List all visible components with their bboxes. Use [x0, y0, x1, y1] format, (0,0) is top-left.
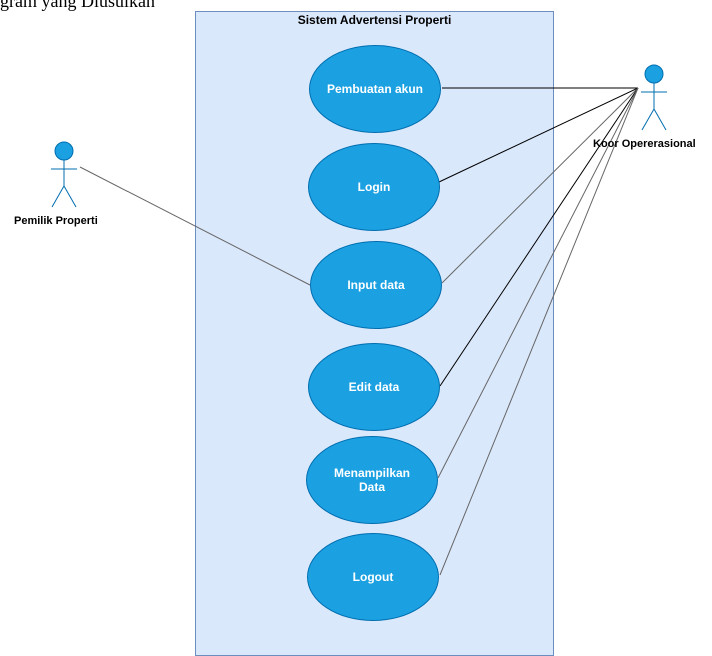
association-right-menampilkan-data — [437, 87, 639, 479]
usecase-input-data[interactable]: Input data — [310, 241, 442, 329]
actor-koor-operasional-icon[interactable] — [639, 63, 669, 133]
usecase-login[interactable]: Login — [308, 143, 440, 231]
usecase-edit-data[interactable]: Edit data — [308, 343, 440, 431]
usecase-label: Login — [357, 180, 391, 194]
usecase-label: Edit data — [348, 380, 400, 394]
association-left-input-data — [79, 166, 311, 286]
usecase-label: Menampilkan Data — [333, 466, 411, 494]
usecase-label: Logout — [352, 570, 394, 584]
usecase-logout[interactable]: Logout — [307, 533, 439, 621]
association-right-logout — [439, 87, 639, 576]
association-right-login — [438, 87, 639, 183]
usecase-label: Pembuatan akun — [326, 82, 424, 96]
usecase-label: Input data — [347, 278, 405, 292]
caption: gram yang Diusulkan — [0, 0, 155, 11]
actor-koor-operasional-label: Koor Opererasional — [593, 138, 696, 150]
system-title: Sistem Advertensi Properti — [297, 13, 452, 27]
association-right-edit-data — [439, 87, 639, 387]
actor-pemilik-properti-label: Pemilik Properti — [14, 215, 98, 227]
usecase-menampilkan-data[interactable]: Menampilkan Data — [306, 436, 438, 524]
actor-pemilik-properti-icon[interactable] — [49, 140, 79, 210]
association-right-input-data — [441, 87, 639, 284]
usecase-pembuatan-akun[interactable]: Pembuatan akun — [309, 45, 441, 133]
